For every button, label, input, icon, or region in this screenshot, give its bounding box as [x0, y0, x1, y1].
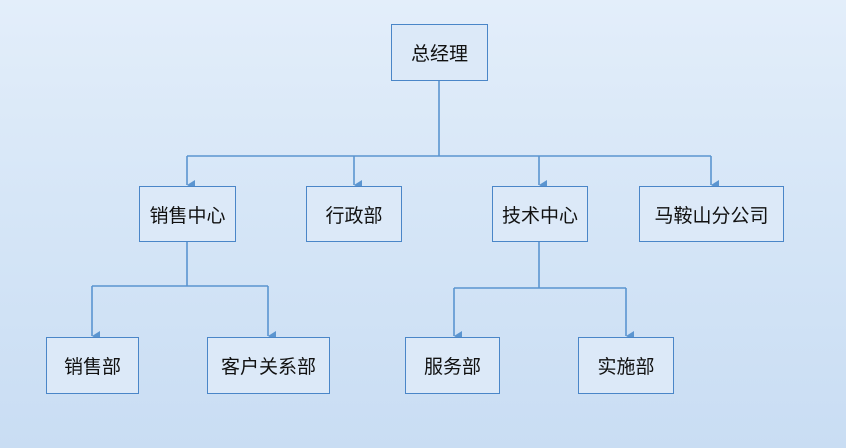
node-implementation-dept: 实施部	[578, 337, 674, 394]
node-service-dept: 服务部	[405, 337, 500, 394]
node-general-manager: 总经理	[391, 24, 488, 81]
node-tech-center: 技术中心	[492, 186, 588, 242]
node-label: 服务部	[423, 356, 481, 378]
node-customer-relations-dept: 客户关系部	[207, 337, 330, 394]
node-label: 行政部	[325, 204, 383, 227]
node-admin-dept: 行政部	[306, 186, 402, 242]
node-label: 销售部	[63, 356, 121, 378]
node-label: 马鞍山分公司	[654, 204, 769, 227]
node-label: 总经理	[410, 43, 468, 65]
node-maanshan-branch: 马鞍山分公司	[639, 186, 784, 242]
node-sales-center: 销售中心	[139, 186, 236, 242]
node-label: 客户关系部	[220, 356, 316, 378]
node-sales-dept: 销售部	[46, 337, 139, 394]
node-label: 销售中心	[149, 204, 226, 227]
node-label: 实施部	[597, 356, 655, 378]
node-label: 技术中心	[501, 204, 578, 227]
